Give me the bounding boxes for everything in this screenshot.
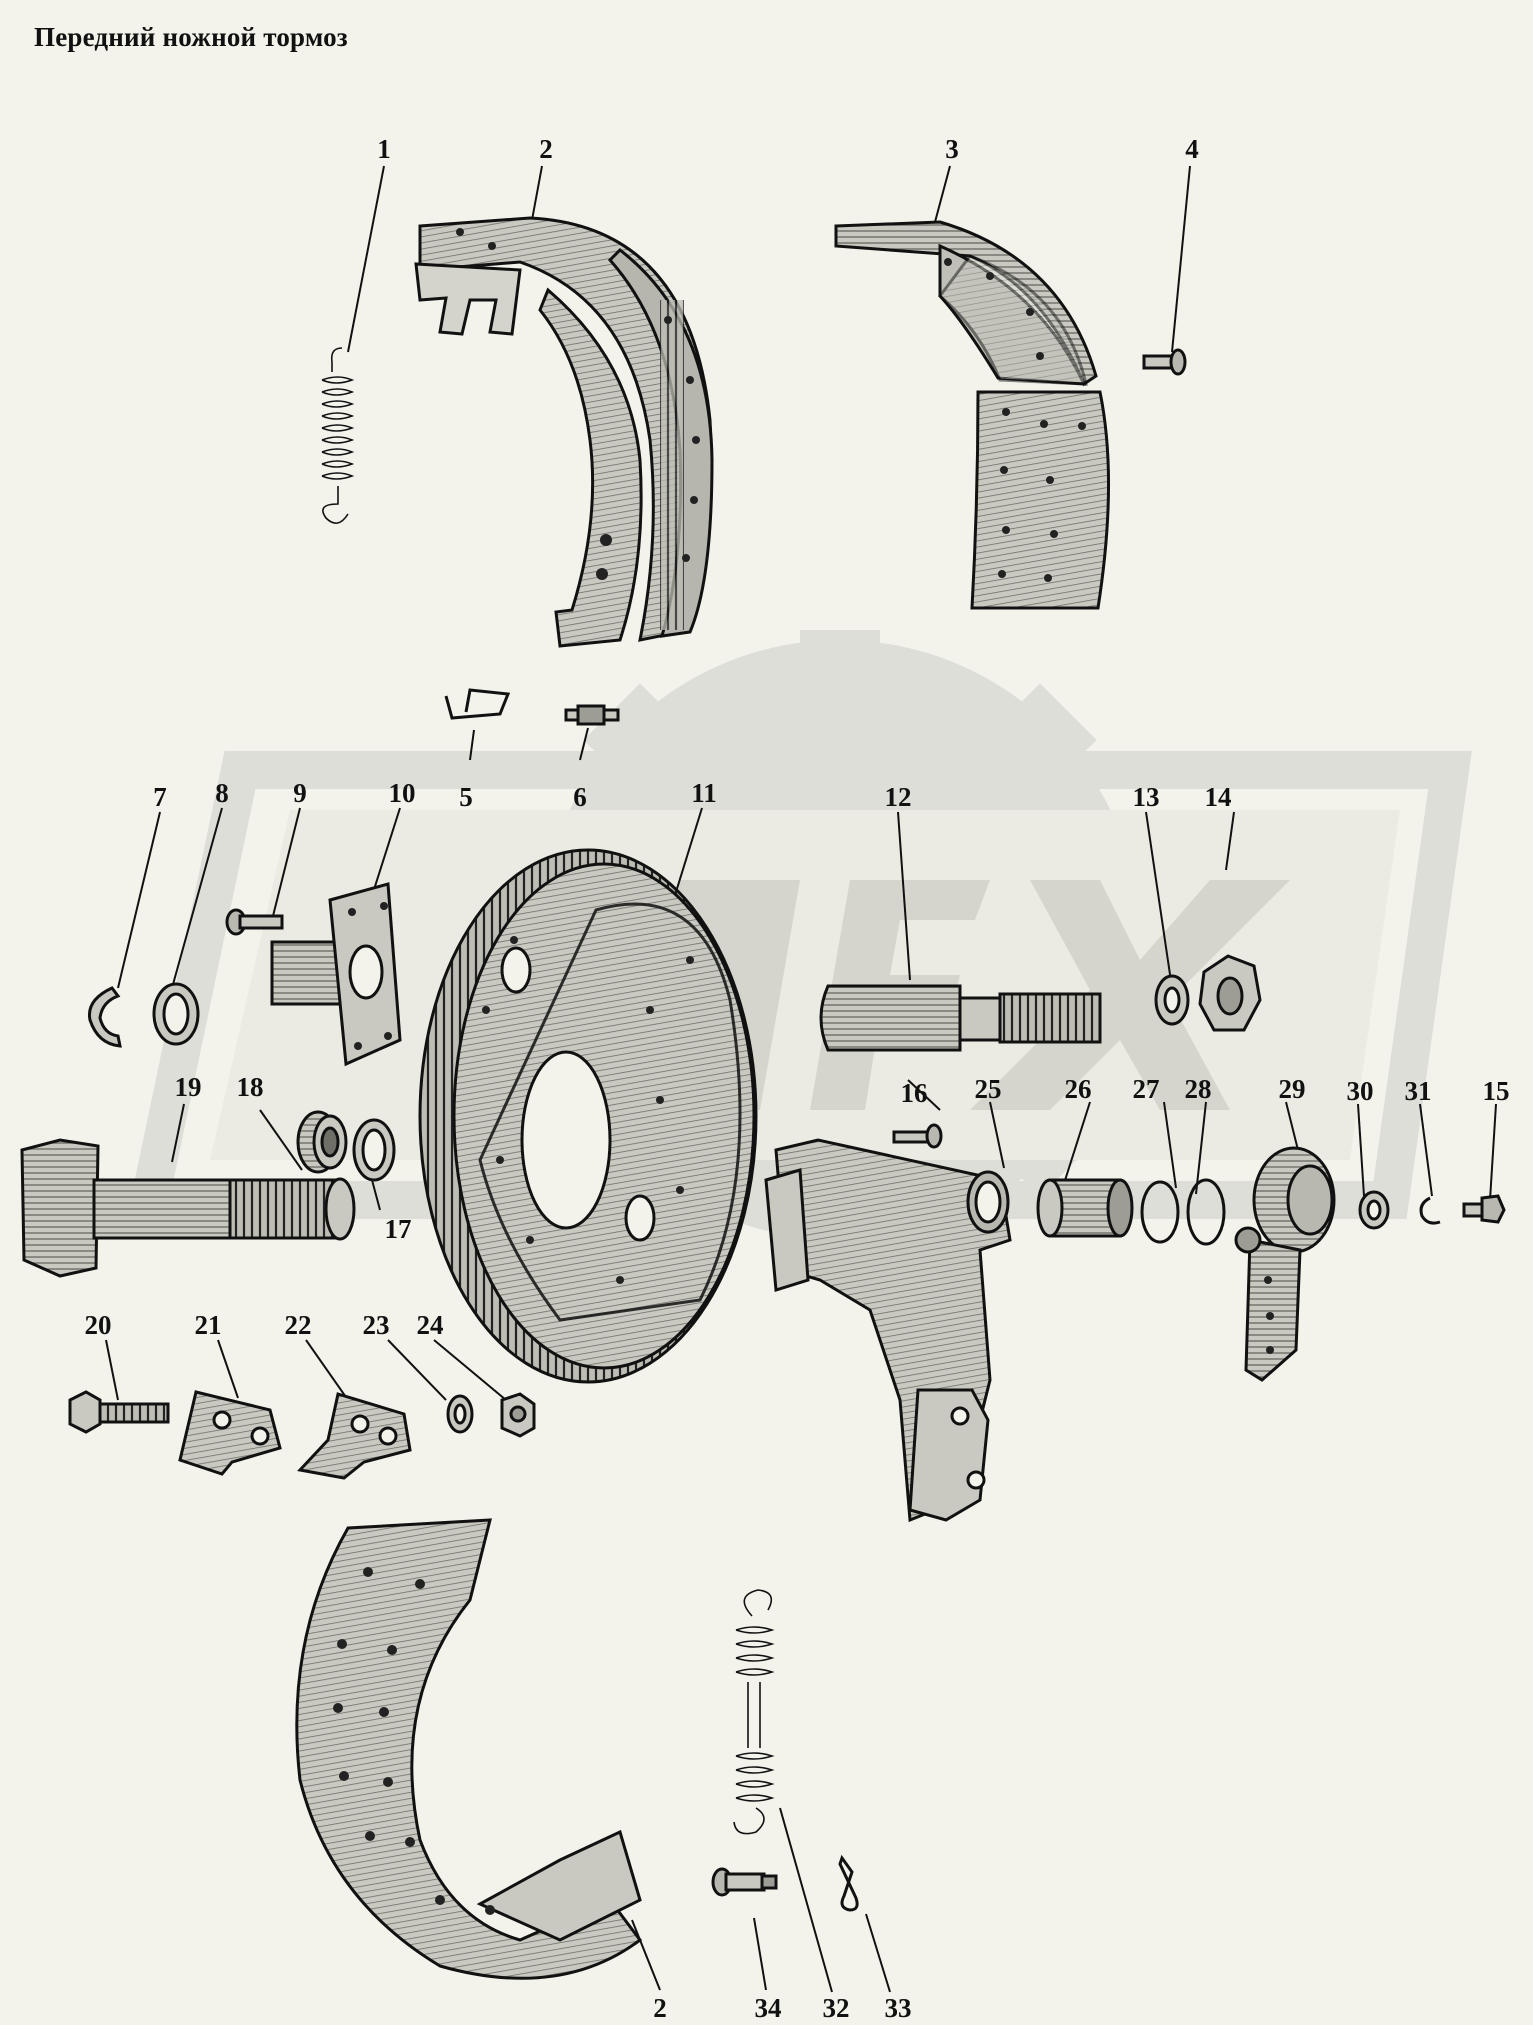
part-16-pin bbox=[892, 1123, 943, 1149]
part-5-clip bbox=[444, 688, 511, 720]
part-33-cotter-pin bbox=[838, 1854, 859, 1912]
part-27-ring bbox=[1140, 1180, 1180, 1244]
part-13-washer bbox=[1154, 974, 1190, 1026]
part-29-slack-adjuster-lever bbox=[1234, 1146, 1336, 1382]
page-title: Передний ножной тормоз bbox=[34, 22, 348, 52]
part-15-plug bbox=[1462, 1194, 1506, 1224]
callout-4: 4 bbox=[1185, 134, 1199, 164]
part-19-camshaft bbox=[20, 1138, 356, 1278]
part-17-ring bbox=[352, 1118, 396, 1182]
callout-17: 17 bbox=[385, 1214, 412, 1244]
callout-14: 14 bbox=[1205, 782, 1232, 812]
callout-33: 33 bbox=[885, 1993, 912, 2023]
part-4-rivet bbox=[1142, 348, 1187, 376]
part-22-locking-plate bbox=[297, 1392, 412, 1480]
callout-3: 3 bbox=[945, 134, 959, 164]
part-2-brake-shoe-top bbox=[414, 216, 714, 648]
callout-24: 24 bbox=[417, 1310, 444, 1340]
part-10-camshaft-bracket bbox=[270, 882, 402, 1067]
callout-10: 10 bbox=[389, 778, 416, 808]
part-26-bushing bbox=[1036, 1178, 1134, 1238]
callout-23: 23 bbox=[363, 1310, 390, 1340]
part-2-brake-shoe-bottom bbox=[295, 1518, 643, 1980]
part-3-brake-lining bbox=[834, 220, 1111, 610]
callout-30: 30 bbox=[1347, 1076, 1374, 1106]
part-7-lock-ring bbox=[87, 986, 122, 1048]
callout-5: 5 bbox=[459, 782, 473, 812]
part-30-washer bbox=[1358, 1190, 1390, 1230]
callout-20: 20 bbox=[85, 1310, 112, 1340]
callout-32: 32 bbox=[823, 1993, 850, 2023]
callout-26: 26 bbox=[1065, 1074, 1092, 1104]
part-11-brake-anchor-plate bbox=[418, 848, 758, 1384]
callout-28: 28 bbox=[1185, 1074, 1212, 1104]
part-18-bushing bbox=[296, 1110, 348, 1174]
part-23-spring-washer bbox=[446, 1394, 474, 1434]
callout-34: 34 bbox=[755, 1993, 782, 2023]
part-6-lube-nipple bbox=[564, 704, 620, 726]
part-1-return-spring bbox=[321, 347, 355, 524]
callout-25: 25 bbox=[975, 1074, 1002, 1104]
part-21-locking-plate bbox=[178, 1390, 282, 1476]
part-9-bolt bbox=[225, 908, 284, 936]
part-25-camshaft-support-bracket bbox=[764, 1138, 1012, 1523]
callout-8: 8 bbox=[215, 778, 229, 808]
callout-9: 9 bbox=[293, 778, 307, 808]
callout-19: 19 bbox=[175, 1072, 202, 1102]
part-32-return-spring bbox=[733, 1589, 775, 1835]
callout-16: 16 bbox=[901, 1078, 928, 1108]
callout-21: 21 bbox=[195, 1310, 222, 1340]
part-34-pin bbox=[711, 1867, 778, 1897]
callout-12: 12 bbox=[885, 782, 912, 812]
callout-22: 22 bbox=[285, 1310, 312, 1340]
part-20-bolt bbox=[68, 1390, 170, 1434]
callout-6: 6 bbox=[573, 782, 587, 812]
callout-15: 15 bbox=[1483, 1076, 1510, 1106]
callout-31: 31 bbox=[1405, 1076, 1432, 1106]
part-12-shaft bbox=[819, 984, 1102, 1052]
callout-labels: 1 2 3 4 5 6 7 8 9 10 11 12 13 14 16 25 2… bbox=[85, 134, 1510, 2023]
part-14-nut bbox=[1198, 954, 1262, 1032]
callout-1: 1 bbox=[377, 134, 391, 164]
part-24-nut bbox=[500, 1392, 536, 1438]
callout-13: 13 bbox=[1133, 782, 1160, 812]
callout-2-bottom: 2 bbox=[653, 1993, 667, 2023]
callout-18: 18 bbox=[237, 1072, 264, 1102]
part-28-ring bbox=[1186, 1178, 1226, 1246]
part-31-snap-ring bbox=[1419, 1196, 1441, 1225]
callout-11: 11 bbox=[691, 778, 717, 808]
callout-29: 29 bbox=[1279, 1074, 1306, 1104]
callout-27: 27 bbox=[1133, 1074, 1160, 1104]
callout-2: 2 bbox=[539, 134, 553, 164]
callout-7: 7 bbox=[153, 782, 167, 812]
part-8-sealing-ring bbox=[152, 982, 200, 1046]
